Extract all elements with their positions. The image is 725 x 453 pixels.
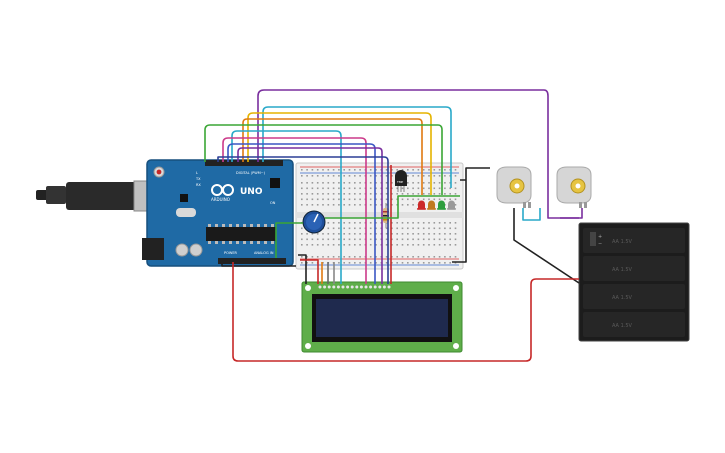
battery-pack[interactable]: AA 1.5V AA 1.5V AA 1.5V AA 1.5V + −	[578, 222, 690, 342]
wire-black-gnd	[221, 262, 296, 267]
battery-switch[interactable]	[590, 232, 596, 246]
wire-green-top	[204, 124, 443, 195]
digital-label: DIGITAL (PWM~)	[236, 171, 266, 175]
dc-motor-2[interactable]	[556, 166, 592, 208]
led-3[interactable]	[437, 200, 446, 210]
wire-purple-motor	[560, 208, 583, 219]
wire-red-lcd	[300, 259, 319, 284]
sensor-label: TMP	[396, 180, 403, 184]
arduino-uno-board[interactable]: UNO ARDUINO DIGITAL (PWM~) POWER ANALOG …	[142, 159, 294, 267]
on-label: ON	[270, 201, 276, 205]
led-2[interactable]	[427, 200, 436, 210]
cell-label-3: AA 1.5V	[612, 295, 633, 301]
microcontroller-chip	[206, 227, 276, 241]
wire-pink	[222, 137, 367, 284]
led-array	[417, 200, 456, 210]
power-jack	[142, 238, 164, 260]
wire-black-motor	[513, 208, 580, 284]
cell-label-4: AA 1.5V	[612, 323, 633, 329]
arduino-logo	[211, 184, 234, 196]
wires	[204, 89, 583, 362]
wire-cyan-motor	[522, 208, 541, 221]
battery-plus-label: +	[598, 234, 602, 240]
temperature-sensor[interactable]: TMP	[395, 170, 407, 192]
brand-label: ARDUINO	[211, 197, 230, 202]
lcd-screen	[316, 299, 448, 337]
wire-orange	[242, 118, 423, 195]
analog-label: ANALOG IN	[254, 251, 274, 255]
wire-purple-top	[257, 89, 579, 219]
power-label: POWER	[224, 251, 238, 255]
wire-black-lcd	[298, 254, 307, 284]
tx-label: TX	[195, 177, 201, 181]
led-4[interactable]	[447, 200, 456, 210]
l-label: L	[196, 171, 198, 175]
wire-yellow	[247, 112, 432, 195]
wire-red-supply	[232, 262, 579, 362]
battery-minus-label: −	[598, 241, 602, 247]
potentiometer[interactable]	[302, 210, 326, 234]
cell-label-2: AA 1.5V	[612, 267, 633, 273]
wire-black-right	[452, 167, 490, 263]
wire-green-mid	[275, 195, 460, 258]
power-analog-header	[218, 258, 286, 264]
wire-cyan	[262, 106, 452, 188]
lcd-16x2-module[interactable]	[301, 281, 463, 353]
dc-motor-1[interactable]	[496, 166, 532, 208]
cell-label-1: AA 1.5V	[612, 239, 633, 245]
led-1[interactable]	[417, 200, 426, 210]
digital-header	[205, 160, 283, 166]
wire-purple-short	[237, 147, 383, 284]
model-label: UNO	[240, 187, 263, 197]
wire-cyan-2	[231, 130, 342, 284]
rx-label: RX	[196, 183, 201, 187]
wire-blue-2	[217, 156, 389, 284]
wire-blue	[227, 143, 376, 284]
